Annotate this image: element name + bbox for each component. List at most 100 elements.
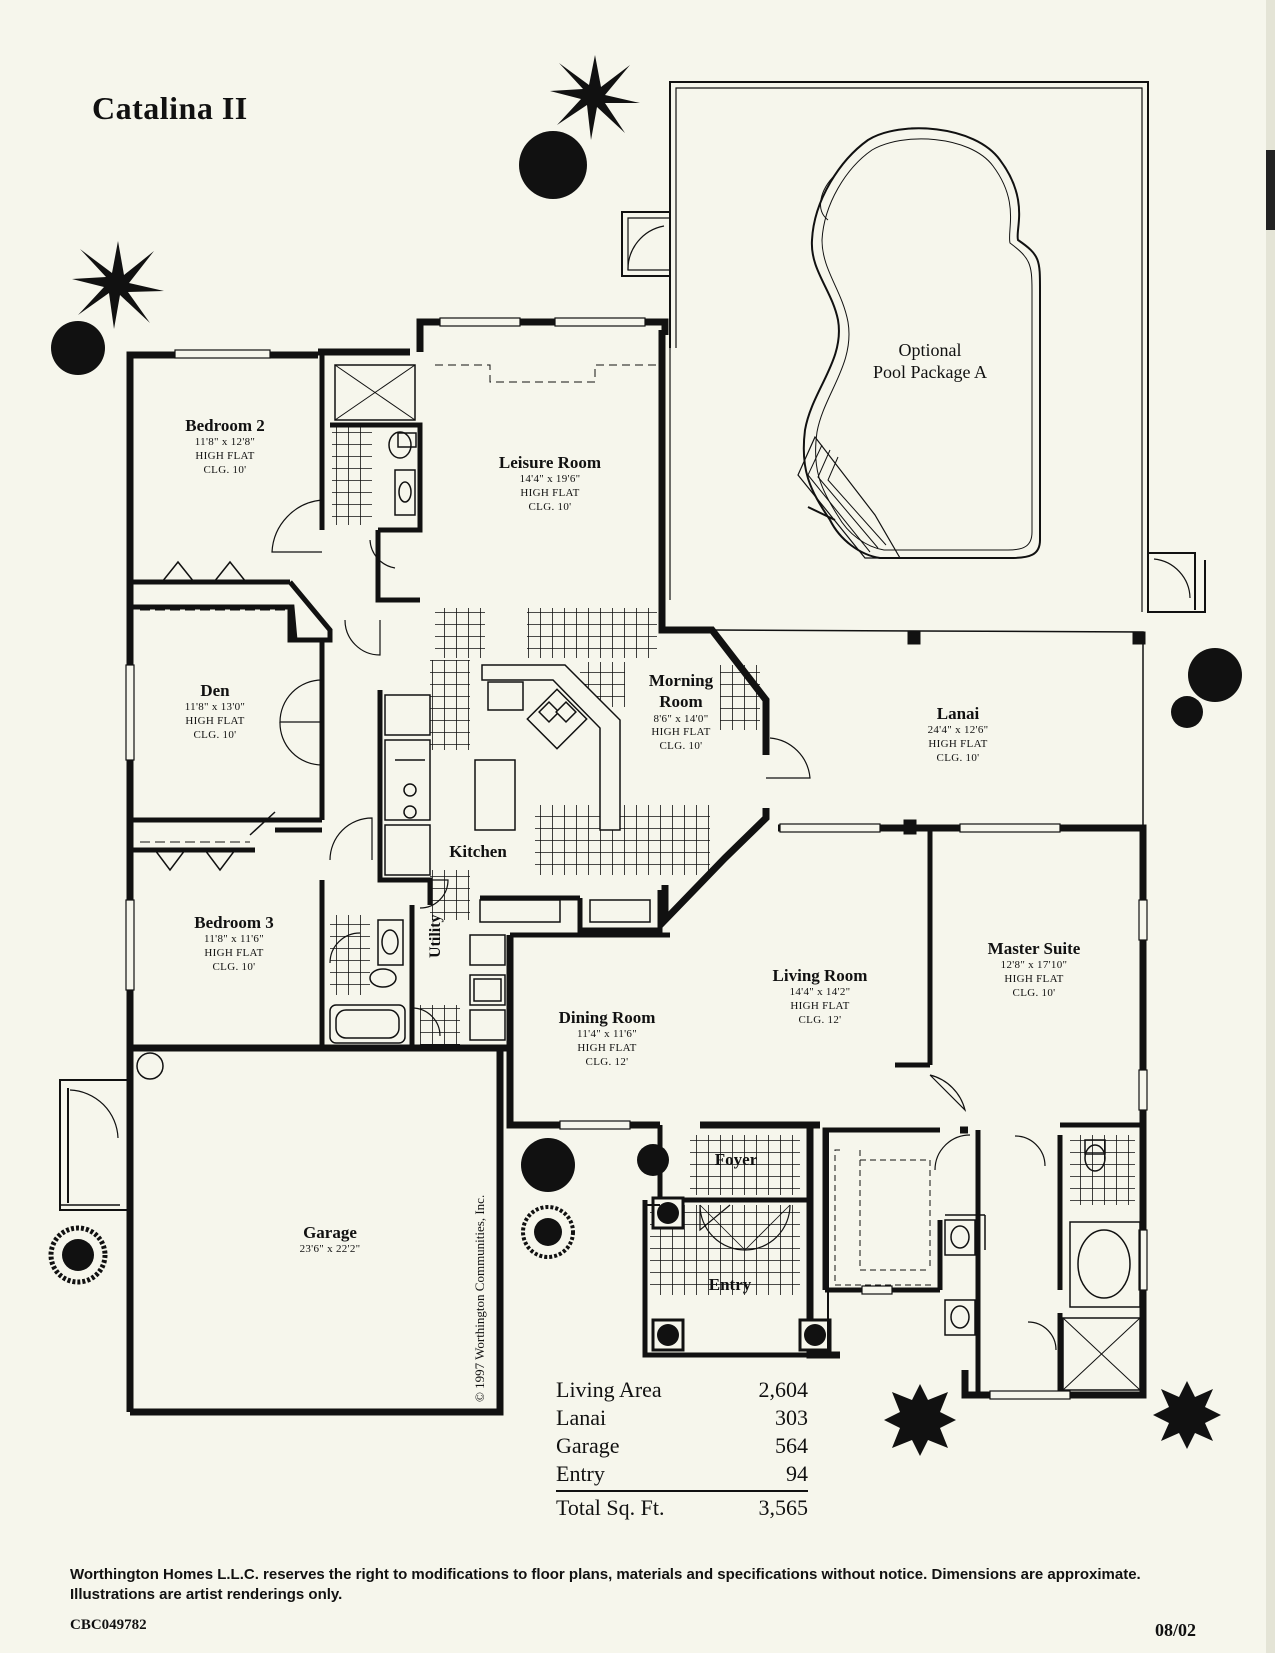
revision-date: 08/02 [1155,1620,1197,1640]
room-bedroom-2: Bedroom 2 11'8" x 12'8" HIGH FLAT CLG. 1… [185,415,265,478]
room-name: Living Room [772,966,868,985]
leisure-beam [435,364,660,383]
shrub-icon [1188,648,1242,702]
pool [797,127,1041,559]
door-swings [271,499,1057,1351]
room-ceiling: HIGH FLAT [651,726,711,739]
room-master-suite: Master Suite 12'8" x 17'10" HIGH FLAT CL… [988,938,1081,1001]
room-name: Bedroom 3 [194,913,274,932]
lanai [711,629,1146,835]
room-clg: CLG. 12' [798,1013,842,1026]
tree-icon [884,1384,956,1456]
label-utility: Utility [427,914,444,958]
tree-icon [550,55,640,140]
plan-title: Catalina II [92,90,248,126]
area-row-lanai: Lanai 303 [556,1404,808,1432]
room-den: Den 11'8" x 13'0" HIGH FLAT CLG. 10' [185,680,245,743]
room-dims: 8'6" x 14'0" [653,712,709,725]
area-total-label: Total Sq. Ft. [556,1495,665,1520]
closet-doors [140,560,285,872]
room-name: Garage [303,1223,357,1242]
scan-edge [1266,0,1275,1653]
area-value: 2,604 [758,1377,809,1402]
area-row-total: Total Sq. Ft. 3,565 [556,1490,808,1522]
room-name: Leisure Room [498,453,602,472]
room-dims: 12'8" x 17'10" [1000,959,1068,972]
bathroom-fixtures [329,364,1141,1391]
copyright-notice: © 1997 Worthington Communities, Inc. [472,1194,487,1402]
tree-icon [1153,1381,1221,1449]
area-total-value: 3,565 [758,1495,809,1520]
pool-label-line1: Optional [898,340,962,360]
area-row-living: Living Area 2,604 [556,1376,808,1404]
utility-appliances [469,934,506,1041]
area-value: 94 [786,1461,808,1486]
shrub-icon [521,1138,575,1192]
room-ceiling: HIGH FLAT [790,1000,850,1012]
pool-enclosure [621,81,1206,613]
room-living: Living Room 14'4" x 14'2" HIGH FLAT CLG.… [773,965,868,1028]
kitchen-cabinetry [384,664,651,923]
tree-icon [72,241,164,329]
license-code: CBC049782 [70,1617,147,1633]
room-clg: CLG. 12' [585,1055,629,1068]
room-dims: 11'8" x 12'8" [194,436,256,449]
room-clg: CLG. 10' [1012,986,1056,999]
shrub-icon [48,1225,108,1285]
shrub-icon [51,321,105,375]
room-name: Bedroom 2 [185,416,265,435]
area-row-entry: Entry 94 [556,1460,808,1488]
area-value: 564 [775,1433,808,1458]
room-dims: 23'6" x 22'2" [299,1243,361,1256]
room-leisure: Leisure Room 14'4" x 19'6" HIGH FLAT CLG… [499,452,601,515]
room-dining: Dining Room 11'4" x 11'6" HIGH FLAT CLG.… [559,1007,656,1070]
room-clg: CLG. 10' [936,751,980,764]
room-bedroom-3: Bedroom 3 11'8" x 11'6" HIGH FLAT CLG. 1… [194,912,274,975]
room-ceiling: HIGH FLAT [195,450,255,462]
pool-label-line2: Pool Package A [873,361,987,382]
shrub-icon [519,131,587,199]
area-value: 303 [775,1405,808,1430]
landscape [48,55,1242,1456]
room-ceiling: HIGH FLAT [520,487,580,499]
room-dims: 11'8" x 11'6" [203,933,265,946]
room-ceiling: HIGH FLAT [928,738,988,750]
windows [125,317,1148,1400]
room-clg: CLG. 10' [212,960,256,973]
room-clg: CLG. 10' [659,740,703,752]
shrub-icon [637,1144,669,1176]
room-dims: 14'4" x 19'6" [519,473,581,486]
shrub-icon [1171,696,1203,728]
area-label: Entry [556,1461,605,1486]
label-foyer: Foyer [714,1150,758,1169]
room-ceiling: HIGH FLAT [204,947,264,959]
disclaimer: Worthington Homes L.L.C. reserves the ri… [70,1566,1141,1604]
room-name: Morning Room [648,671,714,712]
room-name: Dining Room [558,1008,656,1027]
room-name: Den [200,681,230,700]
room-lanai: Lanai 24'4" x 12'6" HIGH FLAT CLG. 10' [928,703,989,766]
room-dims: 11'8" x 13'0" [184,701,246,714]
room-name: Master Suite [987,939,1081,958]
label-pool-package: Optional Pool Package A [873,340,987,383]
room-dims: 14'4" x 14'2" [789,986,851,999]
room-garage: Garage 23'6" x 22'2" [300,1222,361,1257]
label-kitchen: Kitchen [449,842,507,861]
room-ceiling: HIGH FLAT [1004,973,1064,985]
area-summary: Living Area 2,604 Lanai 303 Garage 564 E… [556,1376,808,1522]
front-porch [644,1130,829,1355]
entry-columns[interactable] [651,1196,832,1352]
room-morning: Morning Room 8'6" x 14'0" HIGH FLAT CLG.… [641,670,721,754]
interior-walls [130,355,1143,1395]
area-label: Lanai [556,1405,607,1430]
room-clg: CLG. 10' [193,728,237,741]
garage-details [59,1052,164,1211]
room-clg: CLG. 10' [203,463,247,476]
room-dims: 11'4" x 11'6" [576,1028,638,1041]
scan-edge-mark [1266,150,1275,230]
area-label: Living Area [556,1377,662,1402]
room-ceiling: HIGH FLAT [185,715,245,727]
label-entry: Entry [708,1275,752,1294]
shrub-icon [521,1205,575,1259]
